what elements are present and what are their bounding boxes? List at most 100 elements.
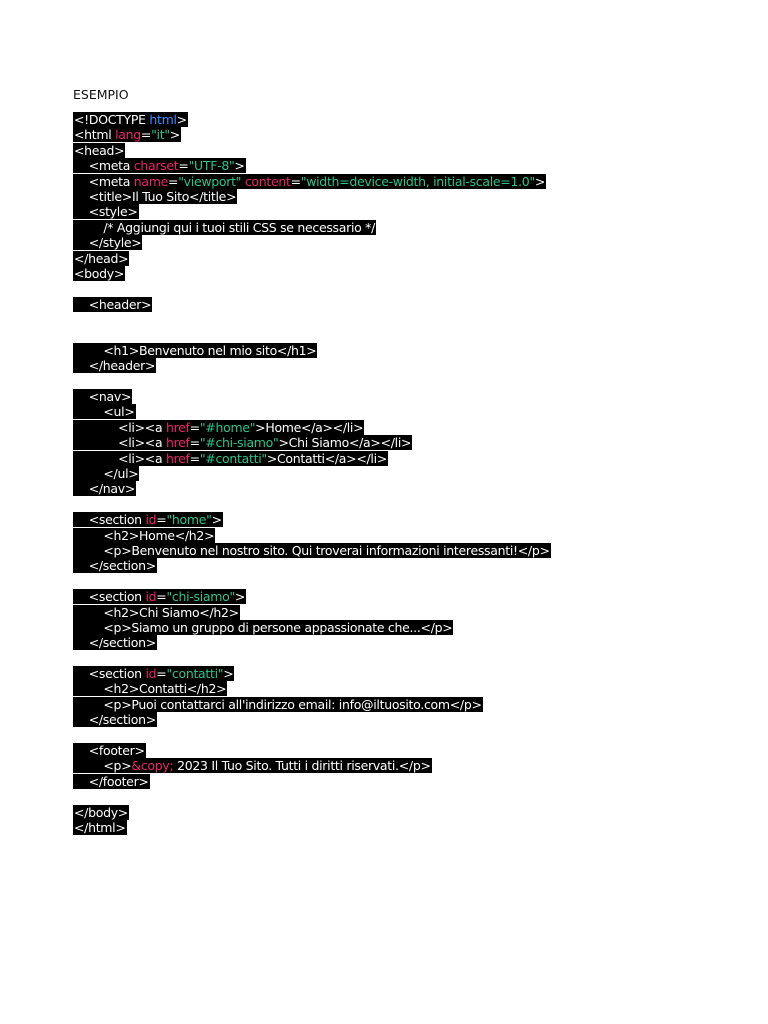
code-token: <h1>Benvenuto nel mio sito</h1> xyxy=(74,342,317,358)
code-token: <p>Benvenuto nel nostro sito. Qui trover… xyxy=(74,542,550,558)
code-highlight: </body> xyxy=(73,804,129,820)
code-highlight: <p>&copy; 2023 Il Tuo Sito. Tutti i diri… xyxy=(73,758,432,774)
code-token: &copy; xyxy=(131,758,174,774)
code-token: "chi-siamo" xyxy=(166,589,235,605)
document-heading: ESEMPIO xyxy=(73,87,129,102)
code-highlight: <head> xyxy=(73,142,126,158)
code-highlight: <meta charset="UTF-8"> xyxy=(73,158,246,174)
code-line: </html> xyxy=(73,819,713,835)
code-line: <section id="contatti"> xyxy=(73,666,713,682)
code-token: <footer> xyxy=(74,743,145,759)
blank-line xyxy=(73,651,713,666)
code-token: </body> xyxy=(74,804,128,820)
code-highlight: </footer> xyxy=(73,773,150,789)
code-line: <html lang="it"> xyxy=(73,127,713,143)
code-line: </section> xyxy=(73,712,713,728)
code-token: <html xyxy=(74,127,116,143)
code-token: <style> xyxy=(74,204,138,220)
code-token: <li><a xyxy=(74,450,166,466)
code-token: <header> xyxy=(74,296,152,312)
code-token: <p> xyxy=(74,758,132,774)
code-token: <nav> xyxy=(74,389,132,405)
code-line: <h2>Home</h2> xyxy=(73,527,713,543)
code-token: charset xyxy=(133,158,179,174)
blank-line xyxy=(73,281,713,296)
code-token: <section xyxy=(74,589,146,605)
code-highlight: <nav> xyxy=(73,389,133,405)
code-token: </section> xyxy=(74,712,156,728)
code-line: </section> xyxy=(73,558,713,574)
code-highlight: <section id="chi-siamo"> xyxy=(73,589,247,605)
code-highlight: <footer> xyxy=(73,743,146,759)
code-line: </head> xyxy=(73,250,713,266)
code-token: </header> xyxy=(74,358,156,374)
code-token: <p>Siamo un gruppo di persone appassiona… xyxy=(74,619,453,635)
code-token: <li><a xyxy=(74,419,166,435)
code-token: </section> xyxy=(74,558,156,574)
code-token: <head> xyxy=(74,142,125,158)
code-highlight: </header> xyxy=(73,358,157,374)
code-line: </style> xyxy=(73,235,713,251)
code-token: "home" xyxy=(166,512,212,528)
code-token: > xyxy=(534,173,546,189)
code-highlight: <li><a href="#contatti">Contatti</a></li… xyxy=(73,450,388,466)
code-token: <ul> xyxy=(74,404,135,420)
code-highlight: <li><a href="#chi-siamo">Chi Siamo</a></… xyxy=(73,435,413,451)
code-token: "UTF-8" xyxy=(188,158,235,174)
code-token: >Home</a></li> xyxy=(255,419,364,435)
code-token: > xyxy=(211,512,222,528)
code-line: </section> xyxy=(73,635,713,651)
code-token: <meta xyxy=(74,158,134,174)
code-token: <!DOCTYPE xyxy=(74,112,150,127)
blank-line xyxy=(73,312,713,343)
blank-line xyxy=(73,728,713,743)
code-token: lang xyxy=(115,127,141,143)
code-token: <h2>Chi Siamo</h2> xyxy=(74,604,239,620)
blank-line xyxy=(73,497,713,512)
code-token: "#contatti" xyxy=(199,450,267,466)
code-token: = xyxy=(189,419,200,435)
code-token: </nav> xyxy=(74,481,136,497)
code-highlight: <body> xyxy=(73,265,126,281)
code-token: content xyxy=(244,173,291,189)
code-highlight: /* Aggiungi qui i tuoi stili CSS se nece… xyxy=(73,219,377,235)
code-line: <p>Siamo un gruppo di persone appassiona… xyxy=(73,619,713,635)
code-token: <p>Puoi contattarci all'indirizzo email:… xyxy=(74,696,482,712)
code-token: </html> xyxy=(74,819,126,835)
code-line: <title>Il Tuo Sito</title> xyxy=(73,188,713,204)
code-line: <p>Puoi contattarci all'indirizzo email:… xyxy=(73,696,713,712)
code-highlight: </head> xyxy=(73,250,130,266)
code-token: href xyxy=(165,450,190,466)
code-highlight: </section> xyxy=(73,635,157,651)
code-line: <meta charset="UTF-8"> xyxy=(73,158,713,174)
code-line: <!DOCTYPE html> xyxy=(73,112,713,127)
code-highlight: </section> xyxy=(73,712,157,728)
code-line: </footer> xyxy=(73,773,713,789)
code-line: <li><a href="#home">Home</a></li> xyxy=(73,419,713,435)
code-token: html xyxy=(149,112,177,127)
blank-line xyxy=(73,574,713,589)
code-highlight: </nav> xyxy=(73,481,137,497)
code-token: = xyxy=(178,158,189,174)
code-block: <!DOCTYPE html><html lang="it"><head> <m… xyxy=(73,112,713,835)
code-line: <ul> xyxy=(73,404,713,420)
code-token: id xyxy=(145,512,157,528)
code-token: "viewport" xyxy=(178,173,242,189)
code-highlight: <h2>Home</h2> xyxy=(73,527,216,543)
code-token: "width=device-width, initial-scale=1.0" xyxy=(300,173,535,189)
code-highlight: <p>Siamo un gruppo di persone appassiona… xyxy=(73,619,454,635)
code-token: </ul> xyxy=(74,466,139,481)
code-highlight: <html lang="it"> xyxy=(73,127,181,143)
code-token: = xyxy=(156,666,167,682)
code-token: name xyxy=(133,173,169,189)
code-highlight: <section id="home"> xyxy=(73,512,223,528)
code-highlight: <meta name="viewport" content="width=dev… xyxy=(73,173,547,189)
code-line: <section id="chi-siamo"> xyxy=(73,589,713,605)
code-highlight: </ul> xyxy=(73,466,140,481)
code-line: <p>&copy; 2023 Il Tuo Sito. Tutti i diri… xyxy=(73,758,713,774)
code-token: <body> xyxy=(74,265,125,281)
code-token: >Contatti</a></li> xyxy=(266,450,387,466)
code-line: <meta name="viewport" content="width=dev… xyxy=(73,173,713,189)
code-line: </body> xyxy=(73,804,713,820)
